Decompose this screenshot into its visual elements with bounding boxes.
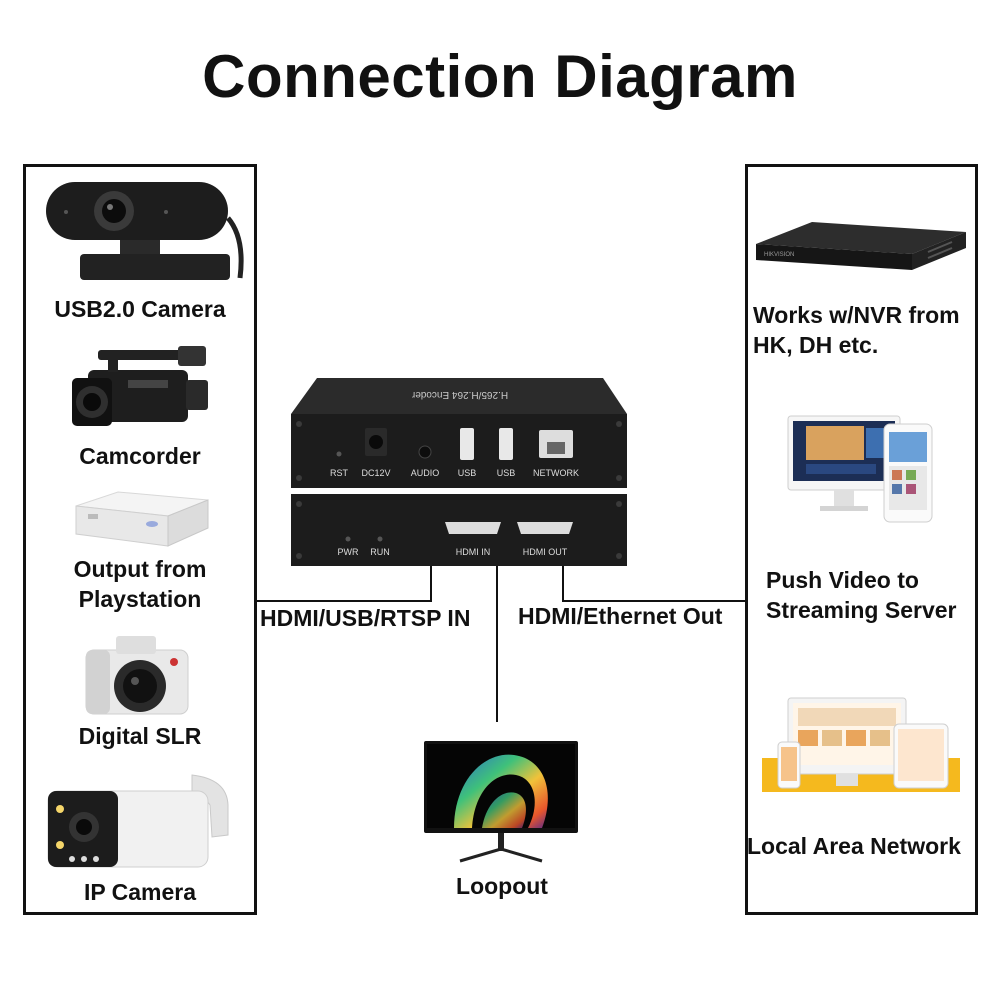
input-label-playstation: Output from Playstation (23, 554, 257, 614)
bullet-ip-camera-icon (47, 774, 229, 868)
output-label-streaming-text: Push Video to Streaming Server (766, 567, 957, 623)
hdmi-in-port (445, 522, 501, 534)
port-label-pwr: PWR (338, 547, 359, 557)
loopout-line (496, 566, 498, 722)
output-label-streaming: Push Video to Streaming Server (766, 565, 956, 625)
port-label-audio: AUDIO (411, 468, 440, 478)
monitor-icon (424, 741, 578, 863)
port-label-rst: RST (330, 468, 349, 478)
port-label-run: RUN (370, 547, 390, 557)
port-label-network: NETWORK (533, 468, 579, 478)
usb-port-1 (460, 428, 474, 460)
webcam-icon (46, 182, 244, 280)
reset-button (336, 451, 342, 457)
game-console-icon (75, 491, 209, 547)
output-label-nvr-text: Works w/NVR from HK, DH etc. (753, 302, 960, 358)
output-label-nvr: Works w/NVR from HK, DH etc. (753, 300, 960, 360)
input-label-digital-slr: Digital SLR (78, 723, 202, 749)
page-title: Connection Diagram (202, 43, 798, 110)
input-line-vertical (430, 566, 432, 602)
output-line-horizontal (562, 600, 745, 602)
input-label-camcorder: Camcorder (79, 443, 201, 469)
input-connection-label: HDMI/USB/RTSP IN (260, 605, 471, 631)
port-label-usb-2: USB (497, 468, 516, 478)
camcorder-icon (72, 346, 208, 426)
lan-devices-icon (762, 697, 960, 792)
output-targets-panel (745, 164, 978, 915)
svg-text:HIKVISION: HIKVISION (764, 252, 794, 258)
port-label-hdmi-out: HDMI OUT (523, 547, 568, 557)
dslr-camera-icon (85, 636, 189, 715)
input-line-horizontal (257, 600, 432, 602)
nvr-recorder-icon: HIKVISION (756, 222, 966, 270)
input-label-usb-camera: USB2.0 Camera (54, 296, 226, 322)
port-label-hdmi-in: HDMI IN (456, 547, 491, 557)
pwr-led (345, 536, 351, 542)
input-label-playstation-text: Output from Playstation (73, 556, 207, 612)
output-line-vertical (562, 566, 564, 602)
port-label-usb-1: USB (458, 468, 477, 478)
encoder-top-text: H.265/H.264 Encoder (411, 389, 508, 400)
usb-port-2 (499, 428, 513, 460)
loopout-label: Loopout (456, 873, 548, 899)
encoder-device: H.265/H.264 Encoder RST DC12V AUDIO USB … (291, 378, 627, 566)
run-led (377, 536, 383, 542)
hdmi-out-port (517, 522, 573, 534)
output-label-lan: Local Area Network (747, 833, 961, 859)
streaming-devices-icon (787, 415, 933, 523)
input-sources-panel (23, 164, 257, 915)
output-connection-label: HDMI/Ethernet Out (518, 603, 723, 629)
input-label-ip-camera: IP Camera (83, 879, 197, 905)
port-label-dc12v: DC12V (361, 468, 390, 478)
